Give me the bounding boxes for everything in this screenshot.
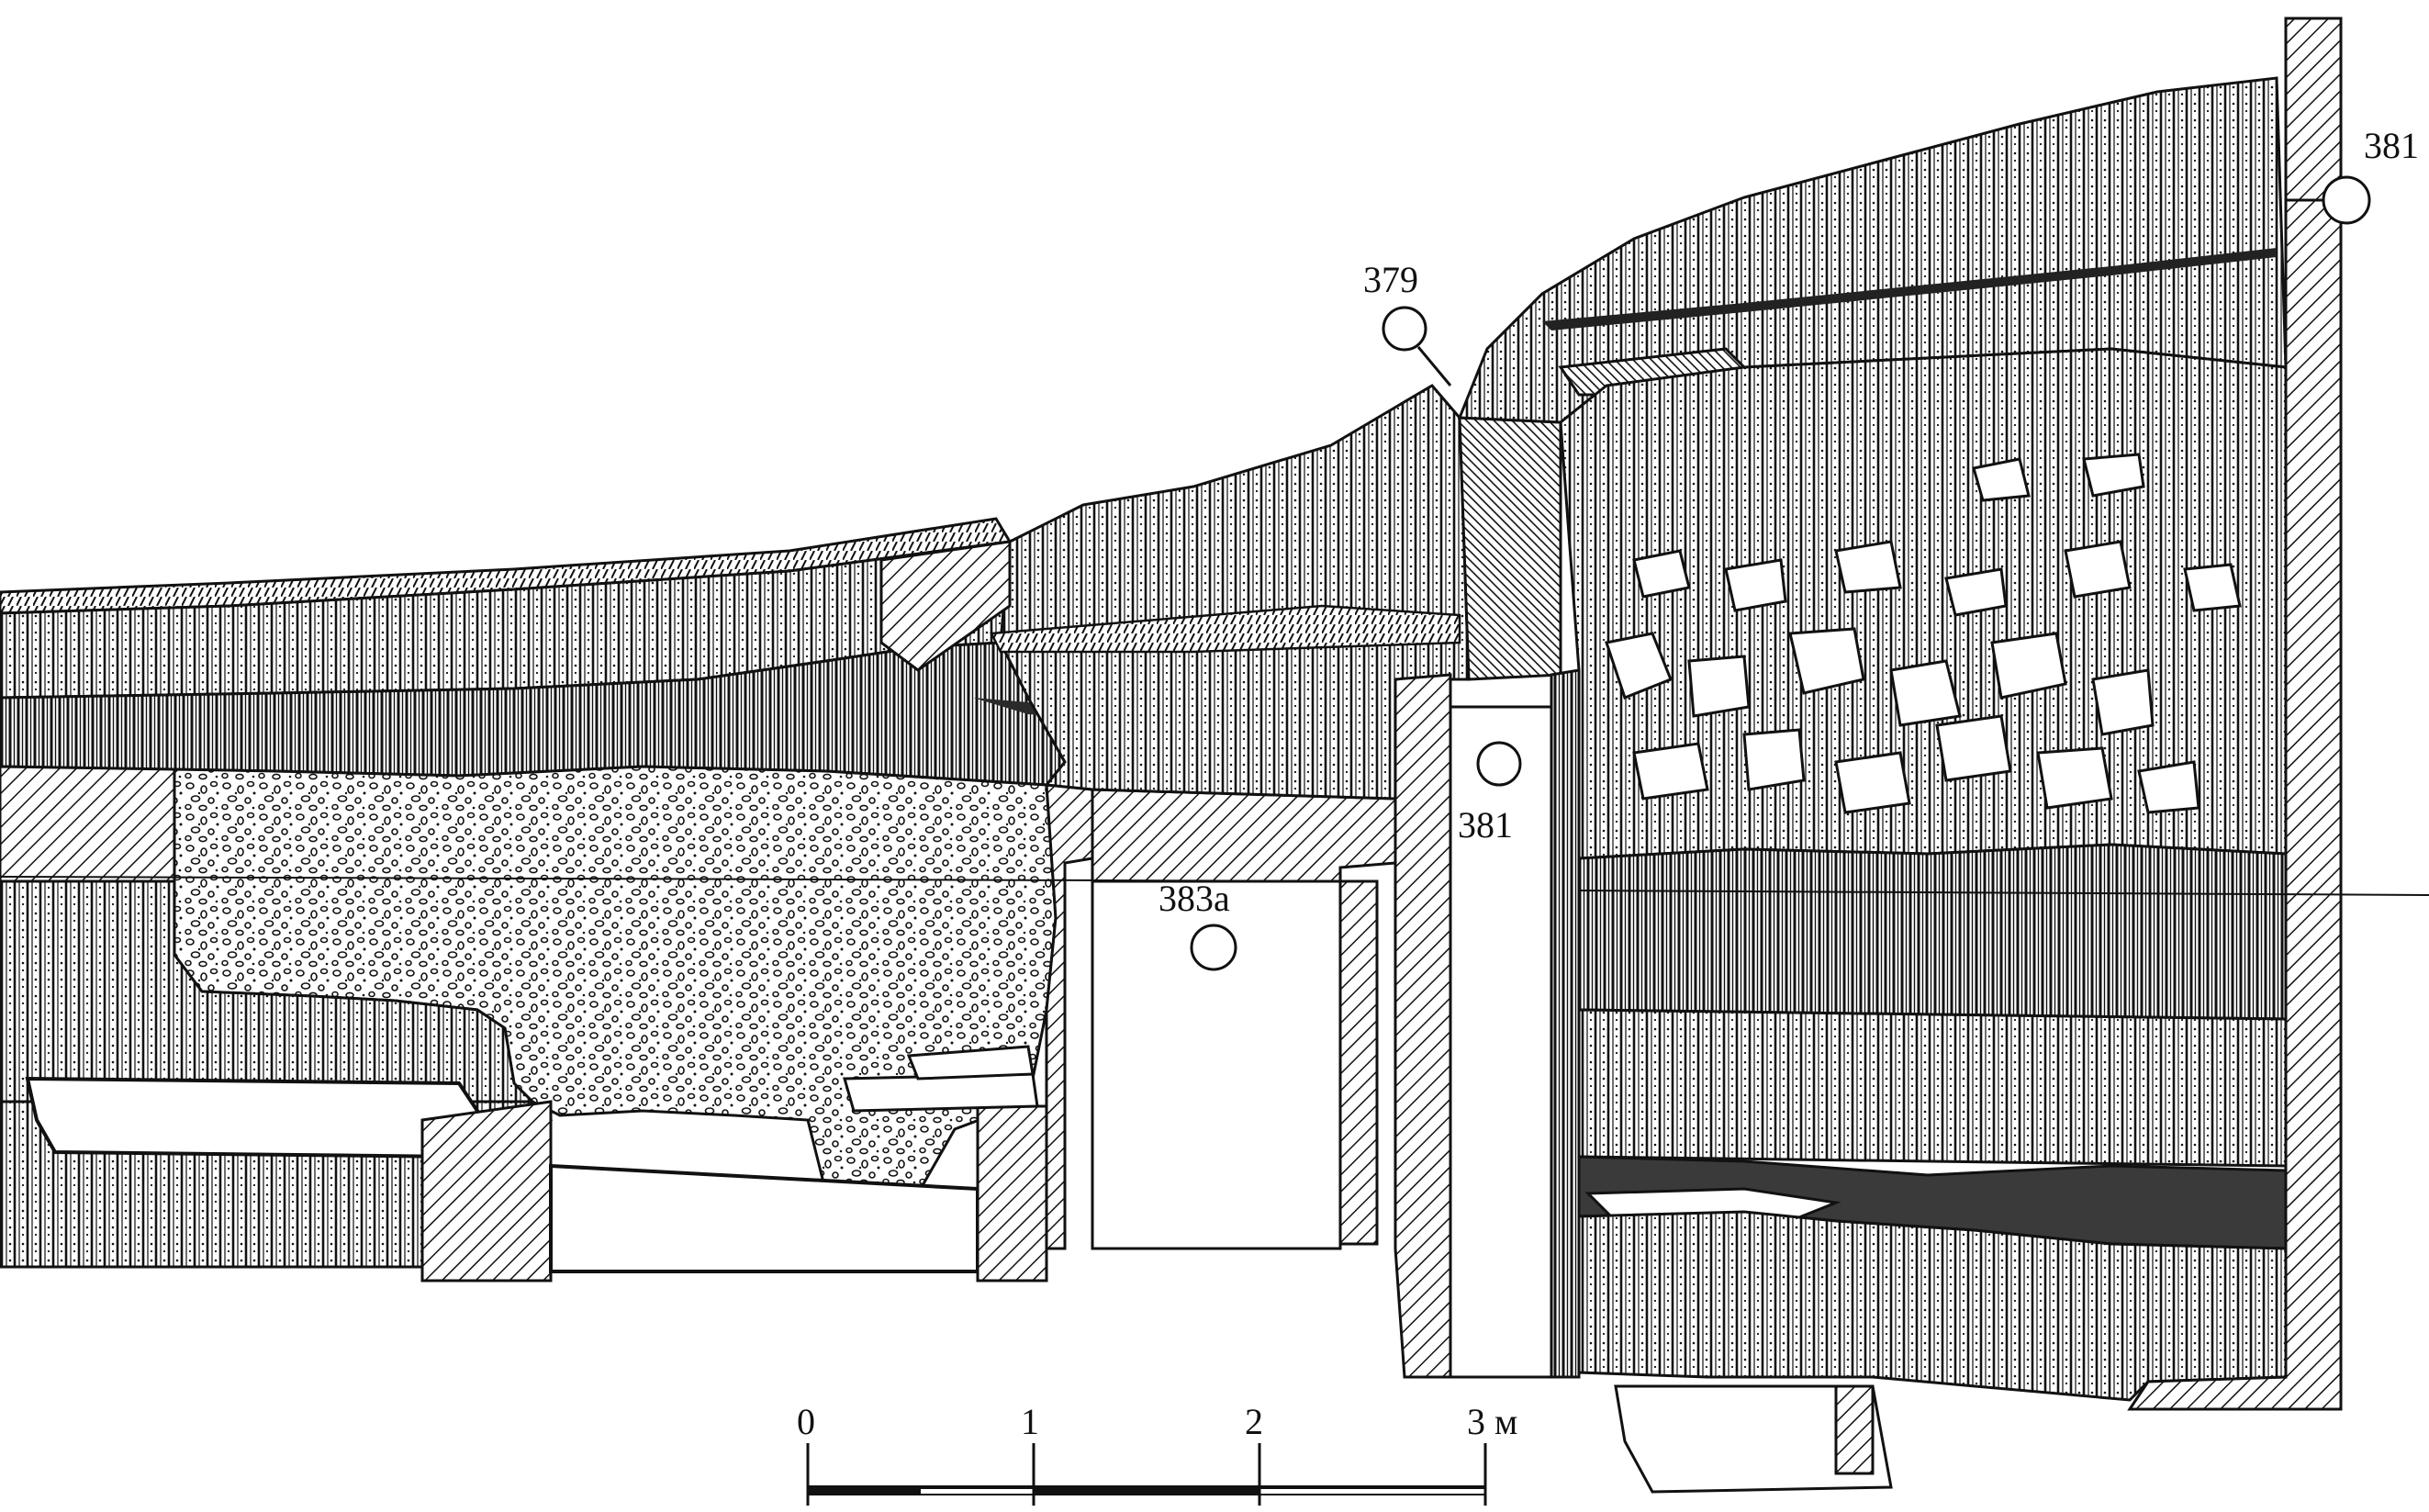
column-right-381 [1550, 668, 1581, 1379]
scale-tick-0: 0 [797, 1401, 815, 1442]
void-left [25, 1076, 480, 1159]
label-381-top: 381 [2364, 125, 2419, 166]
scale-tick-3: 3 м [1467, 1401, 1517, 1442]
scale-tick-2: 2 [1245, 1401, 1263, 1442]
layer-right-lower [1577, 1008, 2288, 1168]
wall-right [2127, 17, 2343, 1411]
marker-379: 379 [1363, 259, 1452, 386]
scale-bar: 0 1 2 3 м [797, 1401, 1517, 1506]
label-383a: 383а [1159, 878, 1230, 919]
label-379: 379 [1363, 259, 1418, 300]
lens-hatched-center [879, 540, 1012, 672]
stone-slab-left-2 [906, 1045, 1035, 1081]
bottom-post [1834, 1384, 1875, 1475]
column-left-381 [1394, 673, 1452, 1379]
block-dense-center [1458, 416, 1562, 681]
layer-hatched-left [0, 765, 176, 883]
marker-381-top: 381 [2286, 125, 2419, 225]
wall-lower-b [976, 1104, 1048, 1282]
lens-herring-center [990, 604, 1461, 654]
wall-hatched-c [1338, 879, 1379, 1246]
wall-lower-a [420, 1100, 553, 1282]
wall-hatched-a [1045, 783, 1094, 1250]
wall-hatched-b [1091, 788, 1397, 883]
big-stones [1605, 453, 2242, 814]
marker-383a: 383а [1159, 878, 1237, 971]
dark-band-right [1542, 248, 2277, 330]
label-381-mid: 381 [1458, 804, 1513, 846]
datum-line-right [1578, 890, 2429, 896]
scale-tick-1: 1 [1021, 1401, 1039, 1442]
datum-line-left [0, 876, 1378, 882]
stone-slab-left [843, 1072, 1039, 1113]
bottom-outcrop [1614, 1384, 1893, 1494]
marker-381-mid: 381 [1458, 741, 1522, 846]
layer-right-mid [1577, 843, 2288, 1021]
